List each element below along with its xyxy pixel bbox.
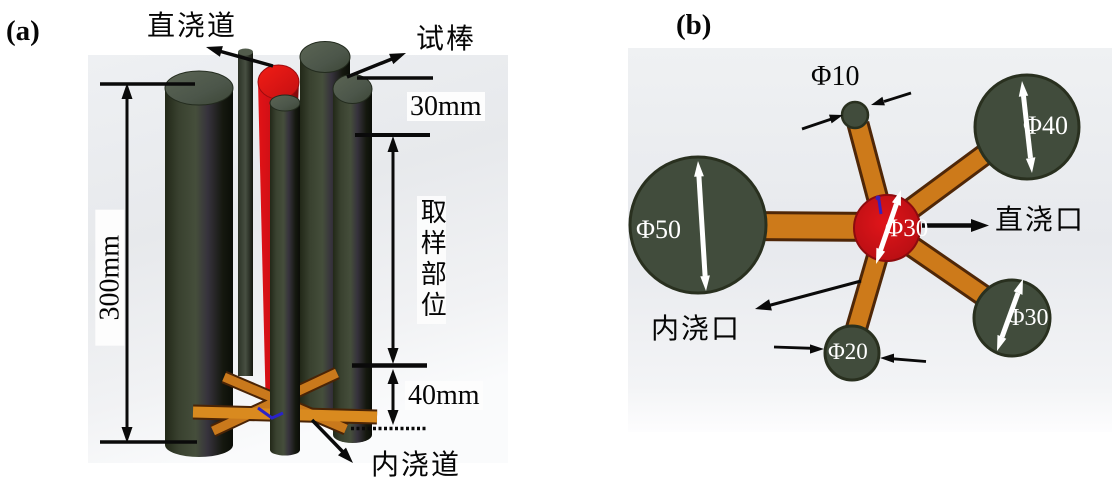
- origin-marker-icon: [257, 406, 284, 420]
- d20-label: Φ20: [828, 339, 868, 364]
- sampling-zone-label: 取样部位: [417, 196, 447, 324]
- ingate-callout-arrow: [310, 418, 353, 463]
- dimension-30mm: [355, 76, 433, 137]
- sprue-opening-arrow: [922, 219, 989, 232]
- diameter-arrow-sprue-d30: [876, 190, 901, 264]
- sprue-d30-label: Φ30: [885, 215, 929, 242]
- ingate-opening-label: 内浇口: [651, 314, 742, 345]
- diameter-arrow-d40: [1018, 81, 1036, 173]
- dimension-300mm-label: 300mm: [94, 209, 125, 346]
- test-bar-label: 试棒: [416, 24, 477, 55]
- d10-label: Φ10: [811, 61, 860, 92]
- cylinder-test-bar-right: [332, 74, 373, 443]
- sprue-label: 直浇道: [147, 11, 238, 42]
- origin-marker-b-icon: [875, 195, 883, 215]
- cylinder-test-bar-left: [164, 70, 234, 457]
- bar-circle-d20: [823, 324, 881, 382]
- panel-b-tag: (b): [676, 9, 712, 41]
- bar-circle-d10: [840, 100, 870, 130]
- d30-label: Φ30: [1007, 305, 1049, 331]
- cylinder-thin-rod: [238, 48, 253, 376]
- d10-dimension-arrows: [801, 91, 912, 131]
- diameter-arrow-d50: [694, 161, 710, 291]
- dimension-30mm-label: 30mm: [407, 92, 485, 121]
- d40-label: Φ40: [1023, 111, 1069, 140]
- bar-circle-d30: [972, 278, 1052, 358]
- test-bar-callout-arrow: [346, 53, 406, 79]
- cylinder-front-center: [269, 94, 301, 456]
- dimension-sampling-zone: [352, 136, 427, 368]
- sprue-callout-arrow: [206, 46, 274, 68]
- ingate-label: 内浇道: [371, 450, 462, 481]
- sprue-opening-label: 直浇口: [995, 205, 1086, 236]
- ingate-opening-arrow: [755, 279, 862, 311]
- dimension-40mm: [351, 369, 428, 431]
- bar-circle-d50: [628, 155, 768, 295]
- panel-a-tag: (a): [6, 15, 40, 47]
- diameter-arrow-d30: [997, 279, 1023, 351]
- d50-label: Φ50: [636, 215, 682, 244]
- panel-b-scene: [628, 48, 1112, 432]
- dimension-300mm: [100, 82, 197, 444]
- dimension-40mm-label: 40mm: [405, 381, 483, 410]
- d20-dimension-arrows: [773, 344, 927, 363]
